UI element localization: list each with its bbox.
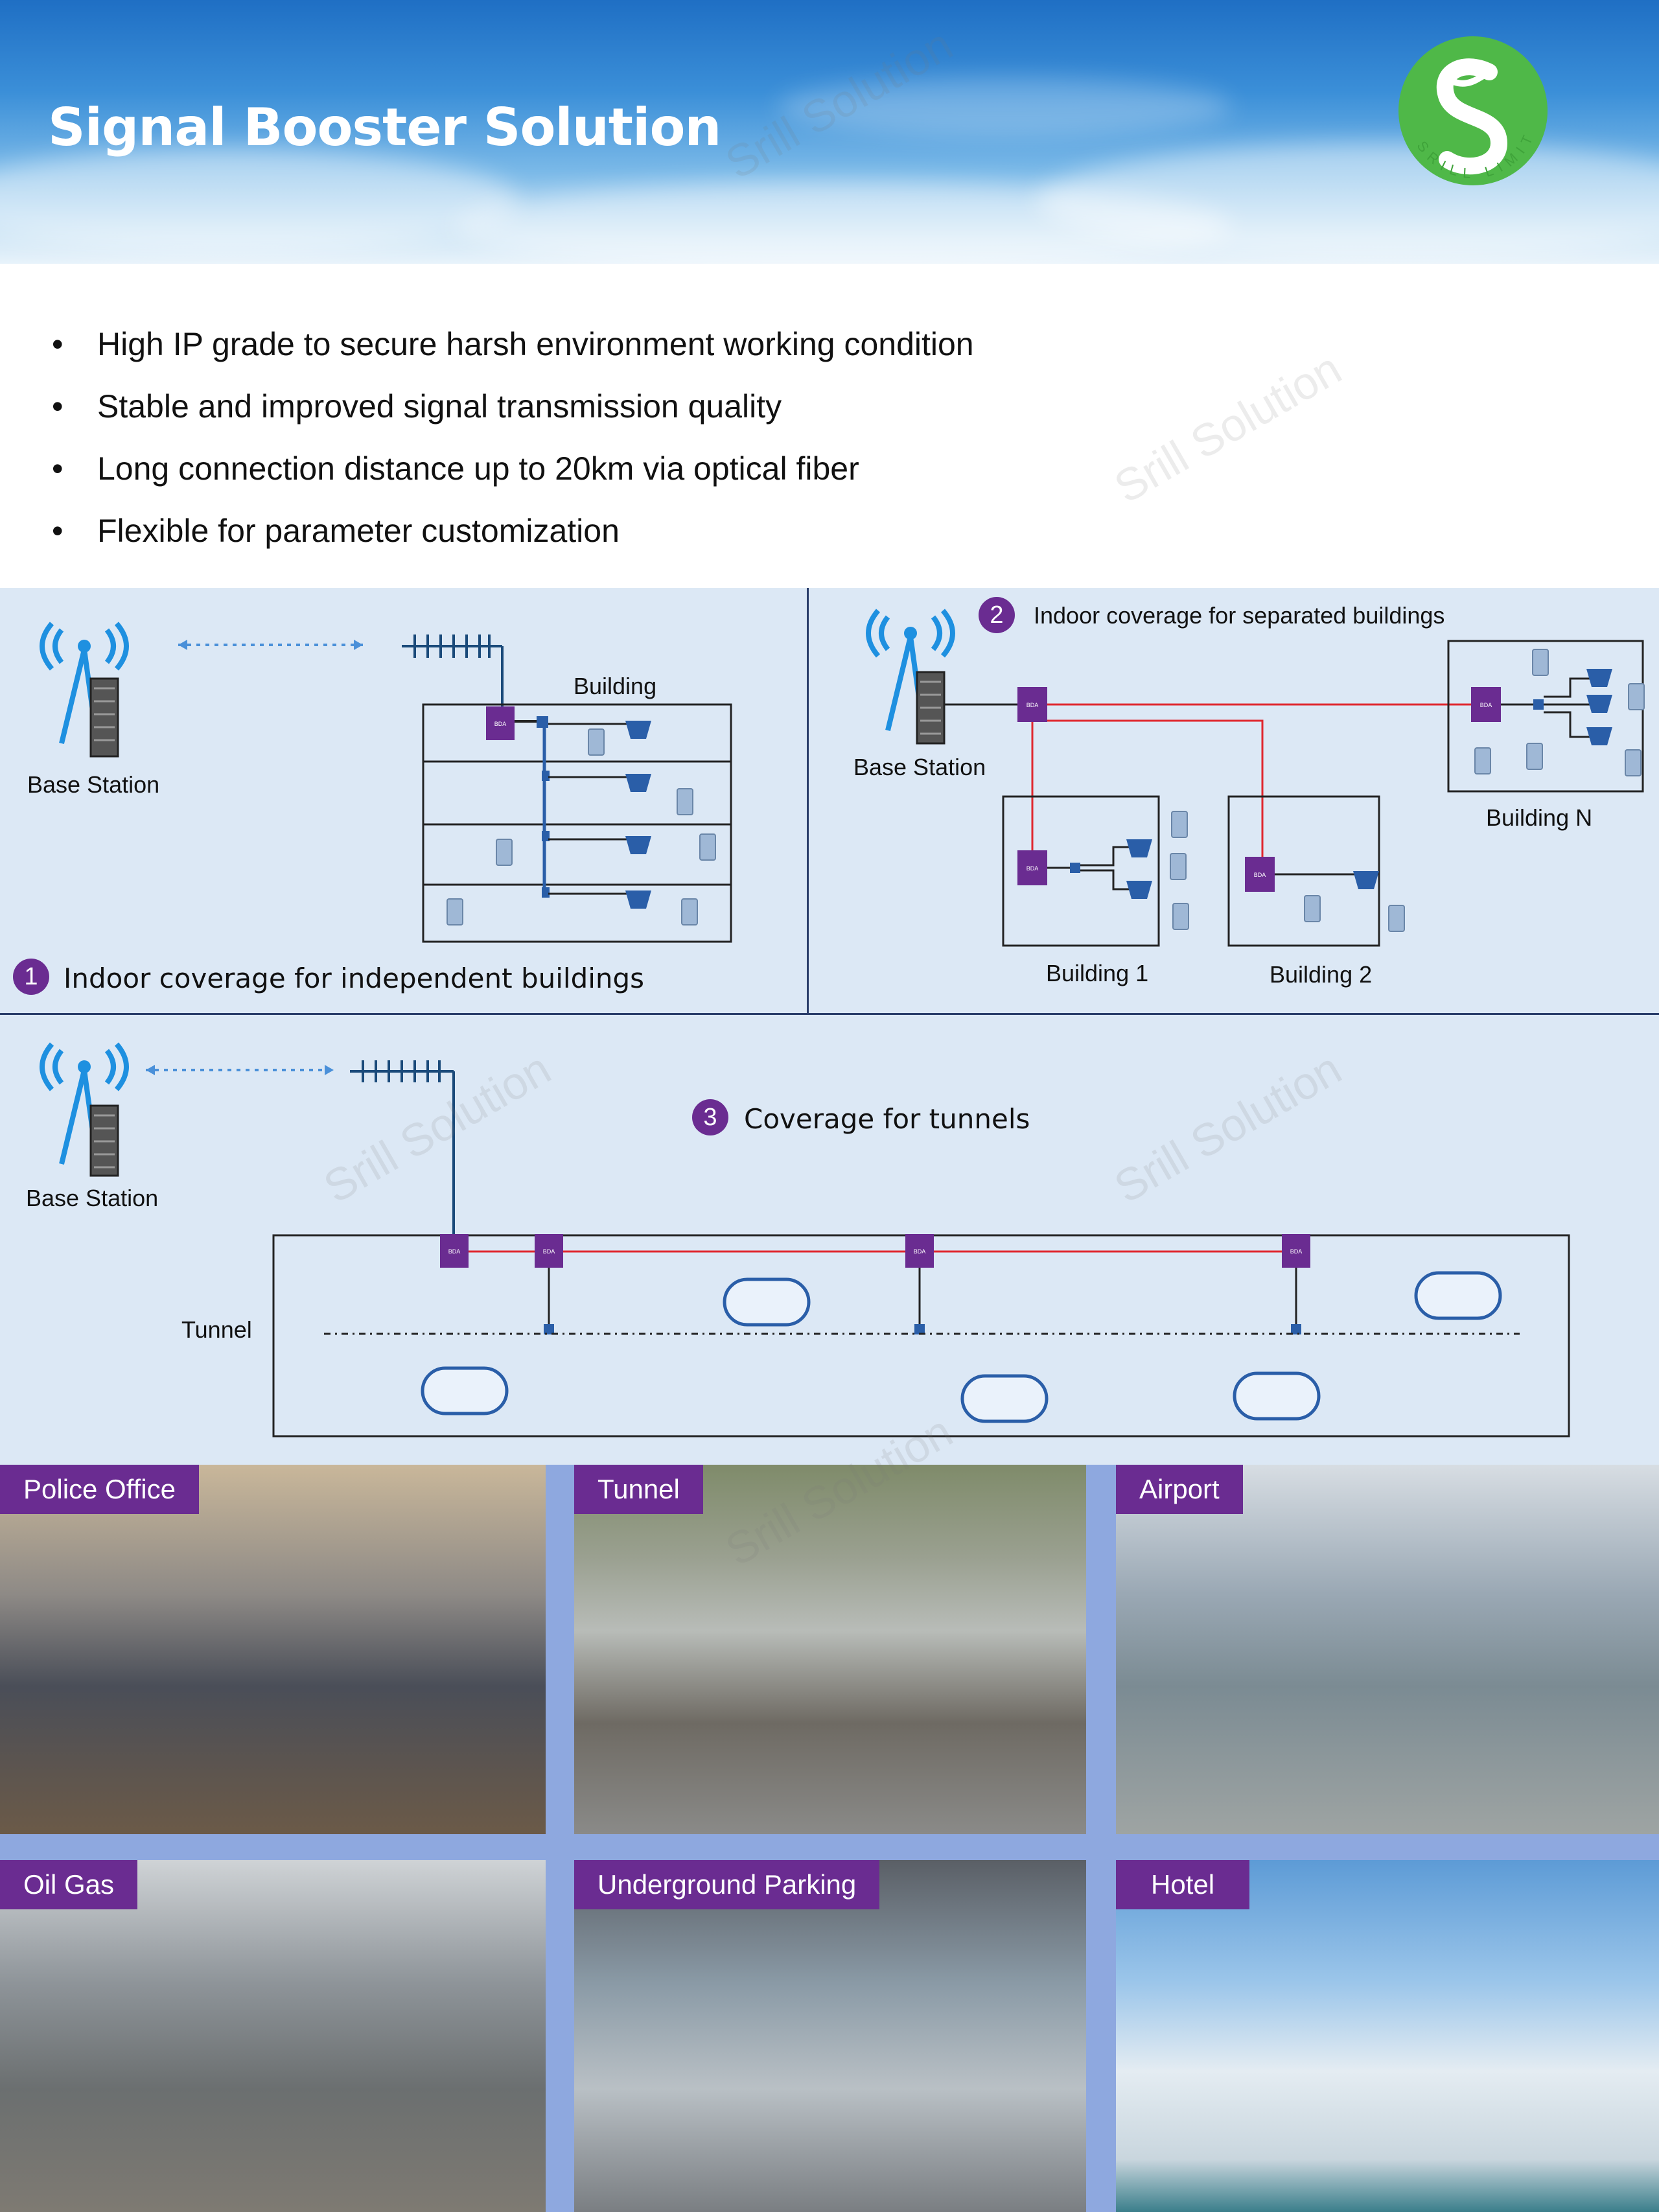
photo-tag: Oil Gas <box>0 1860 138 1909</box>
bda-label: BDA <box>543 1248 555 1255</box>
bda-unit <box>905 1234 934 1268</box>
diagram-tunnel-coverage: BDA BDA BDA BDA Base Station 3 Coverage for… <box>0 1015 1659 1465</box>
base-station-icon <box>40 1042 129 1177</box>
tunnel-label: Tunnel <box>181 1316 252 1343</box>
bda-unit <box>1282 1234 1310 1268</box>
diagram-separated-buildings: BDA BDA BDA BDA 2 Indoor coverage for separ… <box>809 588 1659 1013</box>
base-station-icon <box>866 609 955 745</box>
bda-label: BDA <box>1254 872 1266 878</box>
base-station-label: Base Station <box>26 1185 159 1211</box>
building-2-label: Building 2 <box>1270 961 1373 988</box>
bda-label: BDA <box>1480 702 1492 708</box>
photo-tag: Underground Parking <box>574 1860 880 1909</box>
feature-text: Stable and improved signal transmission … <box>97 388 782 425</box>
car-icon <box>723 1277 811 1327</box>
building-label: Building <box>574 673 657 699</box>
bda-label: BDA <box>448 1248 461 1255</box>
car-icon <box>421 1366 509 1415</box>
photo-tag: Hotel <box>1116 1860 1250 1909</box>
bda-unit <box>1471 687 1501 722</box>
diagram-caption: Coverage for tunnels <box>744 1103 1030 1135</box>
bda-unit <box>1017 687 1047 722</box>
step-number-badge: 1 <box>13 959 49 995</box>
feature-item: •High IP grade to secure harsh environme… <box>52 326 974 362</box>
building-1-label: Building 1 <box>1046 960 1149 986</box>
bda-label: BDA <box>914 1248 926 1255</box>
diagram-caption: Indoor coverage for independent building… <box>64 962 645 994</box>
base-station-label: Base Station <box>27 771 160 798</box>
bda-unit <box>1245 857 1275 892</box>
header-banner: Signal Booster Solution SRILL LIMITED <box>0 0 1659 264</box>
feature-list: •High IP grade to secure harsh environme… <box>0 264 1659 588</box>
bda-label: BDA <box>1290 1248 1303 1255</box>
car-icon <box>1233 1371 1321 1421</box>
diagram-caption: Indoor coverage for separated buildings <box>1034 602 1445 629</box>
step-number-badge: 3 <box>692 1099 728 1135</box>
photo-police-office: Police Office <box>0 1465 546 1834</box>
application-photo-grid: Police Office Tunnel Airport Oil Gas Und… <box>0 1465 1659 2212</box>
base-station-icon <box>40 622 129 758</box>
donor-antenna-icon <box>402 634 504 708</box>
step-number-badge: 2 <box>979 597 1015 633</box>
bda-label: BDA <box>494 721 507 727</box>
base-station-label: Base Station <box>853 754 986 780</box>
srill-logo: SRILL LIMITED <box>1392 36 1548 185</box>
photo-tag: Tunnel <box>574 1465 703 1514</box>
photo-oil-gas: Oil Gas <box>0 1860 546 2212</box>
feature-text: Long connection distance up to 20km via … <box>97 450 859 487</box>
building-n-label: Building N <box>1486 804 1593 831</box>
car-icon <box>1414 1271 1502 1320</box>
bda-label: BDA <box>1027 865 1039 872</box>
donor-antenna-icon <box>350 1060 455 1235</box>
photo-tunnel: Tunnel <box>574 1465 1086 1834</box>
bda-unit <box>486 706 515 740</box>
panel-divider <box>807 588 809 1013</box>
photo-tag: Airport <box>1116 1465 1243 1514</box>
feature-text: High IP grade to secure harsh environmen… <box>97 326 974 362</box>
photo-tag: Police Office <box>0 1465 199 1514</box>
feature-text: Flexible for parameter customization <box>97 513 620 549</box>
feature-item: •Flexible for parameter customization <box>52 513 620 549</box>
bda-unit <box>1017 850 1047 885</box>
bda-unit <box>535 1234 563 1268</box>
photo-airport: Airport <box>1116 1465 1659 1834</box>
panel-divider <box>0 1013 1659 1015</box>
page-title: Signal Booster Solution <box>48 97 721 157</box>
car-icon <box>960 1374 1049 1423</box>
bda-unit <box>440 1234 469 1268</box>
photo-underground-parking: Underground Parking <box>574 1860 1086 2212</box>
photo-hotel: Hotel <box>1116 1860 1659 2212</box>
bda-label: BDA <box>1027 702 1039 708</box>
feature-item: •Long connection distance up to 20km via… <box>52 450 859 487</box>
diagram-independent-buildings: BDA Base Station Building 1 Indoor cover… <box>0 588 807 1013</box>
feature-item: •Stable and improved signal transmission… <box>52 388 782 425</box>
